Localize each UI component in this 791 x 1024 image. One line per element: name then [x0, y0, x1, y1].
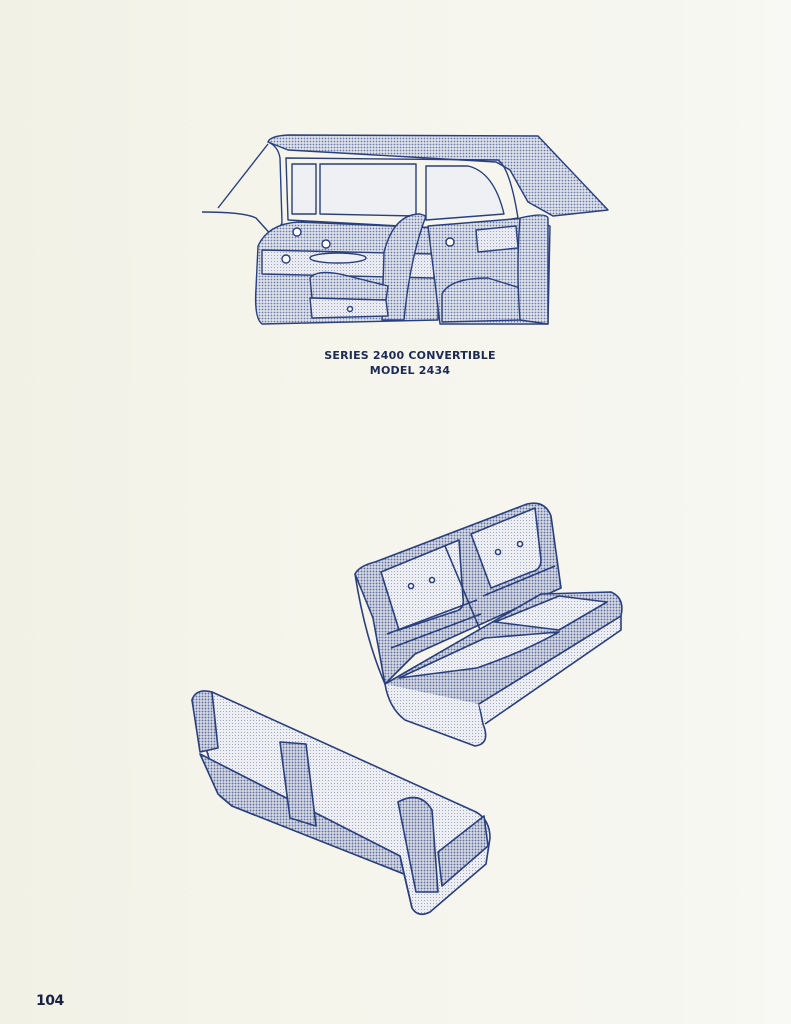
caption-model: MODEL 2434 — [369, 364, 451, 377]
figure-caption: SERIES 2400 CONVERTIBLE MODEL 2434 — [300, 348, 520, 378]
caption-series: SERIES 2400 CONVERTIBLE — [324, 349, 496, 362]
page-number: 104 — [36, 993, 64, 1009]
convertible-interior-illustration — [201, 134, 609, 325]
front-seat-illustration — [354, 502, 623, 747]
rear-seat-illustration — [191, 690, 491, 916]
